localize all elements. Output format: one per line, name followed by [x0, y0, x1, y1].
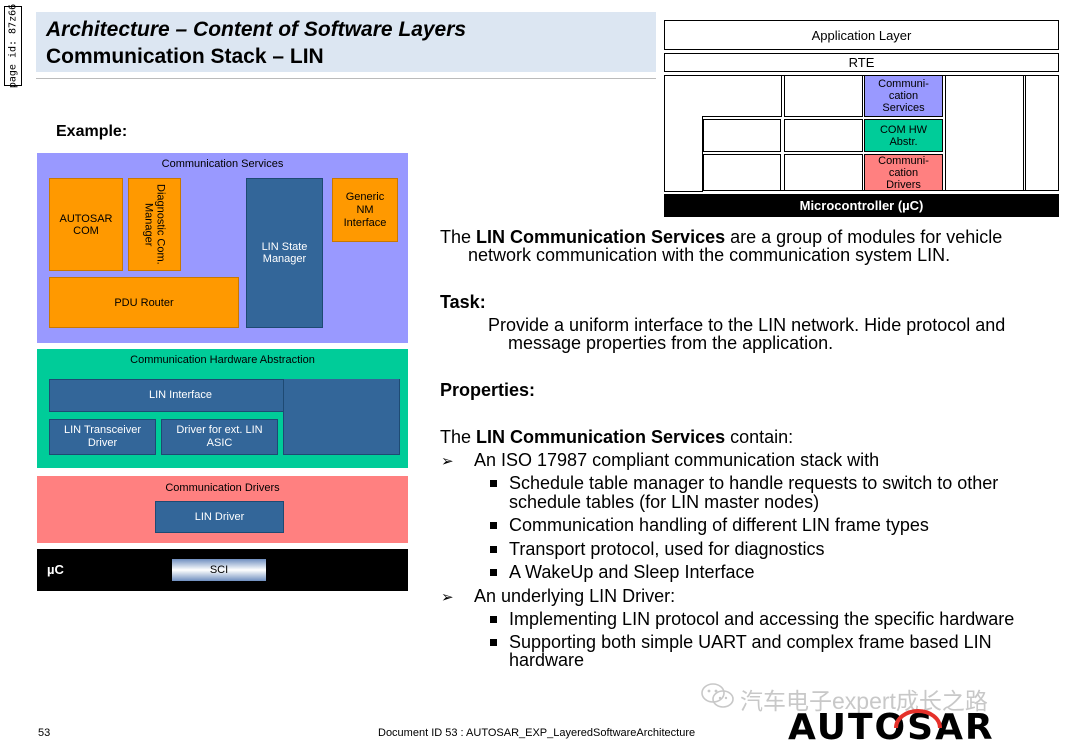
- contain-line: The LIN Communication Services contain:: [440, 427, 794, 447]
- square-bullet-icon: [490, 522, 497, 529]
- example-label: Example:: [56, 123, 128, 140]
- grid-cell: [784, 75, 863, 117]
- page-number: 53: [38, 727, 51, 739]
- grid-cell: [664, 116, 703, 192]
- lin-driver-label: LIN Driver: [194, 511, 245, 523]
- slide-title: Architecture – Content of Software Layer…: [46, 18, 467, 41]
- generic-nm-module: Generic NM Interface: [332, 178, 398, 242]
- list-item-2-sub-2-line-1: Supporting both simple UART and complex …: [509, 632, 992, 652]
- lin-driver-module: LIN Driver: [155, 501, 284, 533]
- grid-cell: [703, 154, 781, 191]
- grid-cell: [945, 116, 1024, 191]
- autosar-com-module: AUTOSAR COM: [49, 178, 123, 271]
- diag-com-manager-module: Diagnostic Com. Manager: [128, 178, 181, 271]
- watermark-text: 汽车电子expert成长之路: [740, 688, 988, 714]
- comm-drivers-title: Communication Drivers: [165, 482, 280, 494]
- list-item-2: An underlying LIN Driver:: [474, 586, 676, 606]
- task-heading: Task:: [440, 292, 486, 312]
- comm-hw-abstraction-layer: Communication Hardware Abstraction LIN I…: [37, 349, 408, 468]
- microcontroller-bar: Microcontroller (µC): [664, 194, 1059, 217]
- grid-cell: [784, 154, 863, 191]
- grid-cell: [664, 75, 782, 117]
- rte-label: RTE: [848, 55, 875, 70]
- rte-box: RTE: [664, 53, 1059, 72]
- square-bullet-icon: [490, 639, 497, 646]
- lin-interface-label: LIN Interface: [149, 389, 212, 401]
- intro-line-1: The LIN Communication Services are a gro…: [440, 227, 1003, 247]
- page-id-text: page id: 87z66: [7, 3, 19, 89]
- list-item-1-sub-1-line-2: schedule tables (for LIN master nodes): [509, 492, 820, 512]
- task-line-2: message properties from the application.: [508, 333, 834, 353]
- arrow-bullet-icon: ➢: [441, 589, 454, 606]
- lin-interface-module: LIN Interface: [49, 379, 400, 455]
- task-line-1: Provide a uniform interface to the LIN n…: [488, 315, 1006, 335]
- grid-cell: [945, 75, 1024, 117]
- comm-services-layer: Communication Services AUTOSAR COM Diagn…: [37, 153, 408, 343]
- square-bullet-icon: [490, 480, 497, 487]
- grid-cell: [703, 119, 781, 152]
- driver-ext-asic-module: Driver for ext. LIN ASIC: [161, 419, 278, 455]
- microcontroller-layer: µC SCI: [37, 549, 408, 591]
- autosar-com-label: AUTOSAR COM: [59, 212, 113, 237]
- document-id: Document ID 53 : AUTOSAR_EXP_LayeredSoft…: [378, 727, 696, 739]
- list-item-1-sub-1-line-1: Schedule table manager to handle request…: [509, 473, 999, 493]
- driver-ext-asic-label: Driver for ext. LIN ASIC: [176, 424, 263, 449]
- lin-transceiver-label: LIN Transceiver Driver: [63, 424, 142, 449]
- intro-line-2: network communication with the communica…: [468, 245, 951, 265]
- application-layer-label: Application Layer: [811, 27, 912, 43]
- application-layer-box: Application Layer: [664, 20, 1059, 50]
- mini-comm-drivers: Communi-cation Drivers: [864, 154, 943, 191]
- generic-nm-label: Generic NM Interface: [343, 190, 387, 229]
- pdu-router-module: PDU Router: [49, 277, 239, 328]
- comm-drivers-layer: Communication Drivers LIN Driver: [37, 476, 408, 543]
- sci-label: SCI: [209, 564, 229, 576]
- lin-transceiver-module: LIN Transceiver Driver: [49, 419, 156, 455]
- comm-hw-abstraction-title: Communication Hardware Abstraction: [130, 354, 315, 366]
- lin-interface-right: [283, 379, 400, 455]
- wechat-icon: [700, 682, 736, 710]
- properties-heading: Properties:: [440, 380, 536, 400]
- mini-com-hw-abstr: COM HW Abstr.: [864, 119, 943, 152]
- list-item-2-sub-2-line-2: hardware: [509, 650, 585, 670]
- autosar-logo-text: AUTOSAR: [788, 707, 995, 748]
- bsw-grid: Communi-cation Services COM HW Abstr. Co…: [664, 75, 1059, 192]
- list-item-1-sub-2: Communication handling of different LIN …: [509, 515, 929, 535]
- square-bullet-icon: [490, 616, 497, 623]
- list-item-1-sub-3: Transport protocol, used for diagnostics: [509, 539, 825, 559]
- grid-cell: [784, 119, 863, 152]
- autosar-logo: AUTOSAR: [788, 707, 1074, 748]
- header-divider: [36, 78, 656, 79]
- microcontroller-label: µC: [47, 562, 64, 577]
- pdu-router-label: PDU Router: [114, 296, 174, 309]
- page-id-tag: page id: 87z66: [4, 3, 22, 89]
- lin-stack-diagram: Communication Services AUTOSAR COM Diagn…: [37, 153, 408, 591]
- comm-services-title: Communication Services: [161, 158, 284, 170]
- square-bullet-icon: [490, 569, 497, 576]
- arrow-bullet-icon: ➢: [441, 453, 454, 470]
- lin-state-manager-module: LIN State Manager: [246, 178, 323, 328]
- diag-com-manager-label: Diagnostic Com. Manager: [142, 184, 167, 265]
- microcontroller-bar-label: Microcontroller (µC): [799, 198, 924, 213]
- slide-header: [36, 12, 656, 72]
- lin-state-manager-label: LIN State Manager: [261, 241, 308, 265]
- square-bullet-icon: [490, 546, 497, 553]
- list-item-2-sub-1: Implementing LIN protocol and accessing …: [509, 609, 1015, 629]
- mini-comm-services: Communi-cation Services: [864, 75, 943, 117]
- list-item-1: An ISO 17987 compliant communication sta…: [474, 450, 880, 470]
- list-item-1-sub-4: A WakeUp and Sleep Interface: [509, 562, 755, 582]
- slide-subtitle: Communication Stack – LIN: [46, 45, 324, 68]
- sci-module: SCI: [172, 559, 266, 581]
- grid-cell: [1025, 75, 1059, 191]
